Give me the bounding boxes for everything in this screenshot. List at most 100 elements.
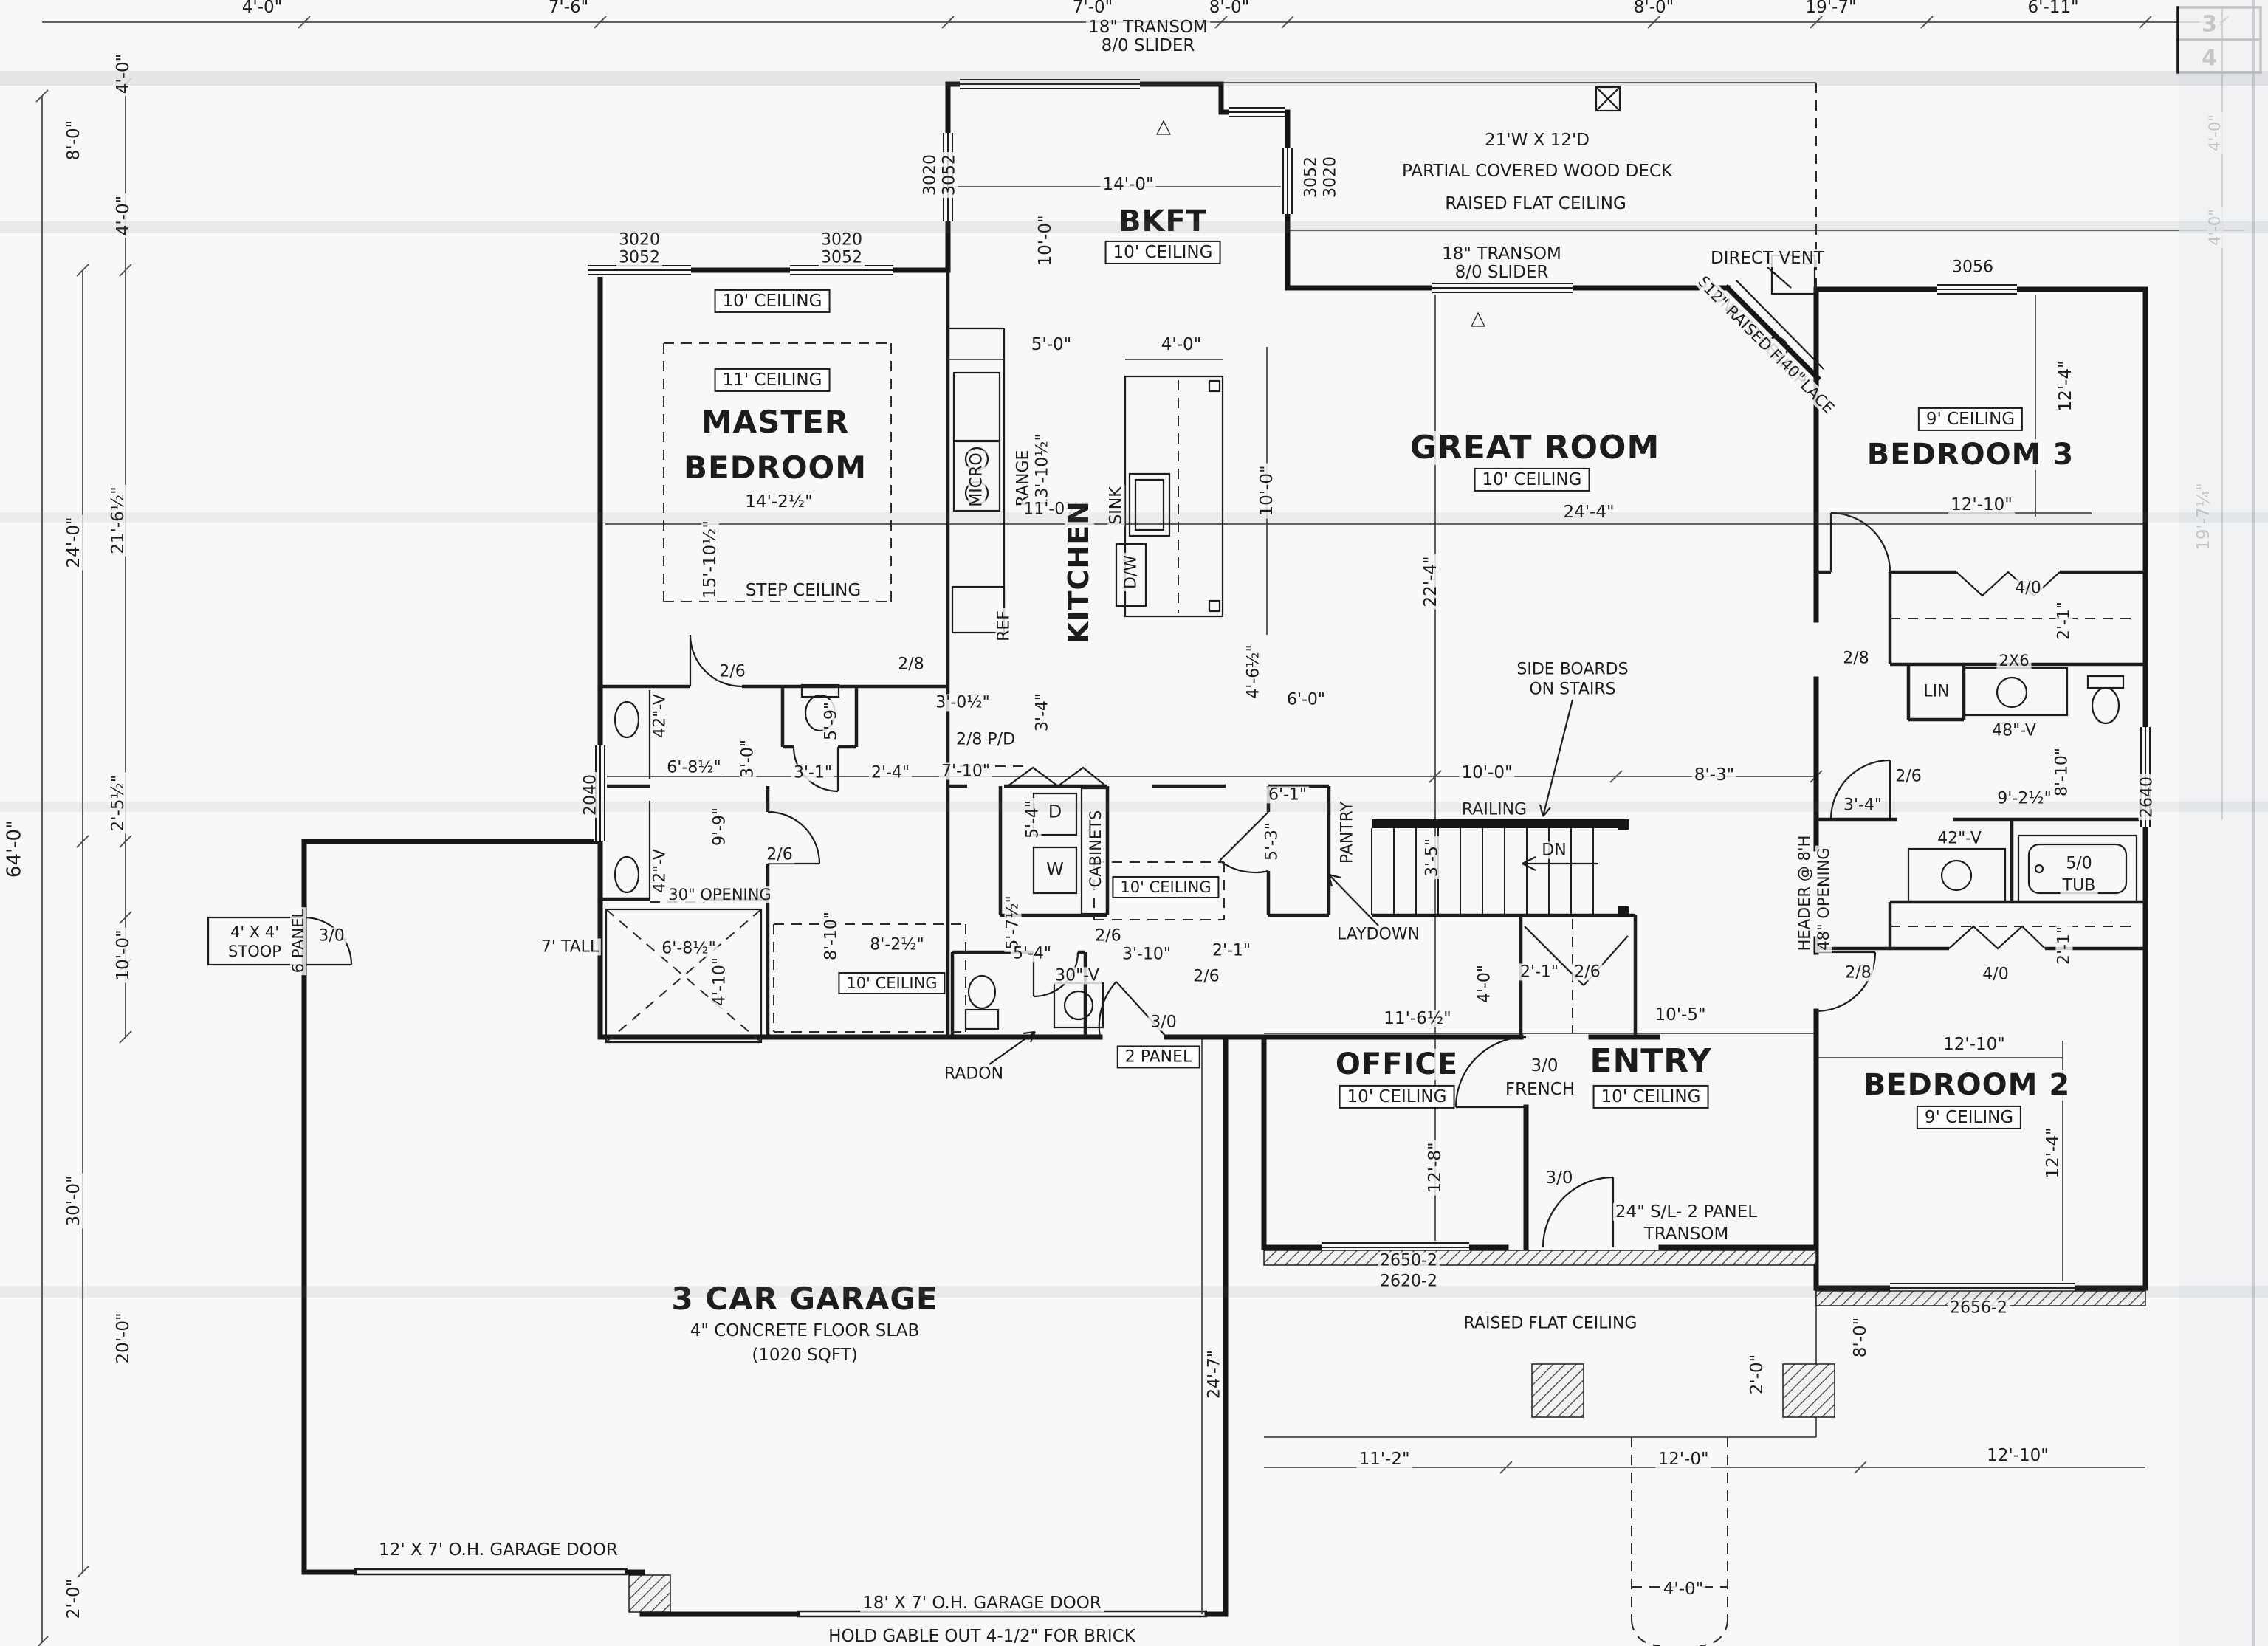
label-bedroom3_bath-3: 4/0 bbox=[2013, 579, 2044, 597]
label-bedroom3_bath-8: 2/8 bbox=[1841, 650, 1872, 667]
label-stairs_hall-6: DN bbox=[1539, 841, 1569, 859]
label-office_entry-9: 3/0 bbox=[1543, 1169, 1575, 1187]
label-master-6: STEP CEILING bbox=[743, 582, 864, 599]
label-porch-2: 12'-0" bbox=[1655, 1450, 1711, 1468]
label-bedroom3_bath-4: 2'-1" bbox=[2055, 599, 2073, 643]
label-master_bath-15: 4'-10" bbox=[710, 954, 729, 1009]
label-master_bath-14: 6'-8½" bbox=[659, 940, 718, 957]
label-bedroom3_bath-9: 2/6 bbox=[1893, 768, 1924, 785]
label-deck-4: 8/0 SLIDER bbox=[1099, 37, 1197, 55]
label-stairs_hall-2: 10'-0" bbox=[1459, 764, 1515, 782]
label-right_dims-3: 2640 bbox=[2137, 774, 2156, 820]
label-porch-1: 11'-2" bbox=[1356, 1450, 1412, 1468]
label-stairs_hall-9: 5'-3" bbox=[1262, 819, 1281, 864]
label-bkft-11: 10' CEILING bbox=[1104, 240, 1221, 265]
label-bedroom3_bath-20: 48" OPENING bbox=[1815, 845, 1832, 953]
label-porch-5: 8'-0" bbox=[1851, 1315, 1870, 1360]
label-left_dims-5: 21'-6½" bbox=[109, 484, 128, 557]
label-deck-8: △ bbox=[1468, 309, 1488, 329]
label-deck-1: PARTIAL COVERED WOOD DECK bbox=[1399, 162, 1675, 180]
label-office_entry-8: 12'-8" bbox=[1426, 1140, 1445, 1196]
label-office_entry-1: 10'-5" bbox=[1652, 1006, 1708, 1024]
label-bkft-0: 3020 bbox=[616, 231, 662, 249]
label-laundry_powder-13: 8'-2½" bbox=[867, 936, 927, 954]
label-garage-2: (1020 SQFT) bbox=[749, 1346, 860, 1364]
label-stairs_hall-1: ON STAIRS bbox=[1527, 681, 1618, 698]
label-master_bath-20: 3'-4" bbox=[1033, 690, 1051, 734]
label-bkft-4: 3020 bbox=[921, 152, 939, 198]
label-left_dims-1: 8'-0" bbox=[64, 117, 83, 163]
label-deck-5: △ bbox=[1154, 117, 1173, 137]
label-bedroom3_bath-10: 3'-4" bbox=[1841, 796, 1885, 814]
label-kitchen-2: 13'-10½" bbox=[1033, 431, 1051, 511]
label-kitchen-8: 10'-0" bbox=[1257, 463, 1276, 519]
scan-edge-line bbox=[2252, 0, 2255, 1646]
label-left_dims-0: 64'-0" bbox=[3, 817, 25, 881]
label-bkft-12: 3056 bbox=[1950, 258, 1996, 276]
label-bedroom3_bath-15: TUB bbox=[2060, 877, 2098, 895]
label-laundry_powder-7: 3'-10" bbox=[1119, 946, 1174, 963]
label-garage-6: 3/0 bbox=[316, 927, 347, 945]
label-master_bath-7: 3'-1" bbox=[791, 764, 835, 782]
label-left_dims-6: 2'-5½" bbox=[109, 772, 128, 834]
label-laundry_powder-12: RADON bbox=[941, 1065, 1006, 1083]
label-laundry_powder-11: 2 PANEL bbox=[1116, 1045, 1200, 1069]
dimension-lines bbox=[35, 6, 2244, 1646]
label-office_entry-2: OFFICE bbox=[1333, 1049, 1461, 1080]
label-laundry_powder-2: CABINETS bbox=[1087, 807, 1104, 890]
label-master-5: 15'-10½" bbox=[701, 517, 720, 602]
label-master-3: BEDROOM bbox=[681, 451, 870, 485]
label-kitchen-10: KITCHEN bbox=[1062, 498, 1095, 646]
label-top_dims-6: 6'-11" bbox=[2025, 0, 2081, 16]
label-kitchen-6: SINK bbox=[1107, 484, 1125, 527]
label-bedroom3_bath-16: 2'-1" bbox=[2055, 923, 2073, 968]
label-garage-9: 18' X 7' O.H. GARAGE DOOR bbox=[860, 1594, 1104, 1612]
label-master_bath-10: 9'-9" bbox=[710, 805, 729, 849]
label-bedroom3_bath-13: 42"-V bbox=[1935, 830, 1984, 847]
label-bedroom2-1: BEDROOM 2 bbox=[1860, 1070, 2073, 1101]
label-kitchen-7: D/W bbox=[1121, 552, 1140, 592]
label-laundry_powder-10: 3/0 bbox=[1148, 1013, 1179, 1031]
label-garage-5: 6 PANEL bbox=[289, 906, 307, 976]
label-master_bath-8: 2'-4" bbox=[868, 764, 913, 782]
label-office_entry-4: 3/0 bbox=[1528, 1057, 1561, 1075]
label-master-0: 10' CEILING bbox=[714, 289, 831, 314]
label-master-1: 11' CEILING bbox=[714, 368, 831, 393]
label-bedroom2-2: 9' CEILING bbox=[1916, 1105, 2022, 1130]
label-bedroom3_bath-14: 5/0 bbox=[2063, 855, 2095, 872]
label-stairs_hall-11: 4'-0" bbox=[1475, 962, 1494, 1006]
stairs bbox=[1371, 819, 1629, 917]
label-bedroom3_bath-1: BEDROOM 3 bbox=[1864, 439, 2077, 470]
label-laundry_powder-6: 2/6 bbox=[1093, 927, 1124, 945]
label-left_dims-3: 4'-0" bbox=[114, 193, 133, 238]
label-garage-4: STOOP bbox=[226, 943, 284, 960]
label-stairs_hall-14: 2'-1" bbox=[1209, 942, 1254, 960]
label-deck-0: 21'W X 12'D bbox=[1482, 131, 1592, 149]
label-bedroom3_bath-6: LIN bbox=[1921, 683, 1952, 700]
label-master-4: 14'-2½" bbox=[743, 493, 815, 511]
label-left_dims-9: 20'-0" bbox=[114, 1310, 133, 1366]
label-deck-6: 18" TRANSOM bbox=[1440, 245, 1564, 263]
label-bedroom3_bath-5: 2X6 bbox=[1996, 652, 2032, 669]
label-porch-3: 4'-0" bbox=[1660, 1580, 1706, 1598]
label-deck-7: 8/0 SLIDER bbox=[1452, 264, 1551, 281]
label-garage-7: 24'-7" bbox=[1205, 1347, 1223, 1402]
label-master_bath-18: 3'-0½" bbox=[933, 694, 992, 712]
label-top_dims-3: 8'-0" bbox=[1206, 0, 1252, 16]
label-master_bath-19: 2/8 P/D bbox=[953, 731, 1018, 748]
label-porch-4: 12'-10" bbox=[1984, 1447, 2051, 1464]
label-laundry_powder-5: 5'-4" bbox=[1010, 945, 1054, 963]
label-porch-0: RAISED FLAT CEILING bbox=[1461, 1315, 1640, 1332]
label-right_dims-5: 12'-4" bbox=[2044, 1125, 2063, 1181]
label-right_dims-4: 12'-4" bbox=[2056, 358, 2075, 414]
label-top_dims-5: 19'-7" bbox=[1803, 0, 1859, 16]
label-master_bath-3: 2/6 bbox=[717, 663, 748, 681]
label-master_bath-11: 2/6 bbox=[764, 846, 795, 864]
label-master_bath-0: 42"-V bbox=[650, 692, 669, 740]
label-office_entry-6: ENTRY bbox=[1587, 1044, 1714, 1079]
label-stairs_hall-5: 3'-5" bbox=[1423, 836, 1441, 880]
label-great_room-3: 22'-4" bbox=[1421, 554, 1440, 610]
label-bedroom3_bath-19: HEADER @ 8'H bbox=[1796, 833, 1813, 954]
label-master_bath-5: 6'-8½" bbox=[664, 759, 724, 776]
label-kitchen-12: 6'-0" bbox=[1284, 691, 1328, 709]
